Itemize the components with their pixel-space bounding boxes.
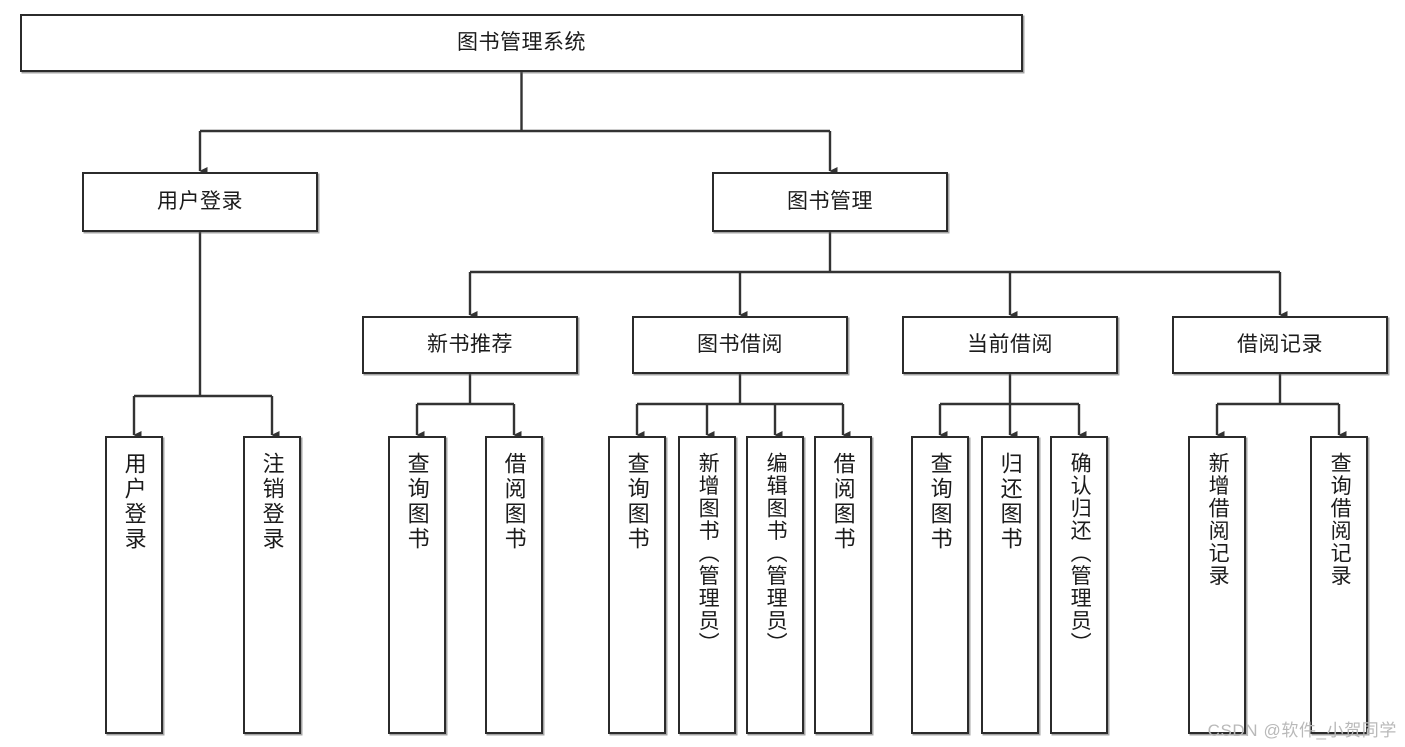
node-label-leaf-query-borrow-record: 查询借阅记录: [1328, 452, 1352, 587]
node-root[interactable]: 图书管理系统: [20, 14, 1023, 72]
node-leaf-borrow-book-bor[interactable]: 借阅图书: [814, 436, 872, 734]
node-label-leaf-add-book-admin: 新增图书（管理员）: [696, 452, 720, 655]
node-new-book-rec[interactable]: 新书推荐: [362, 316, 578, 374]
edge-layer: [132, 72, 1347, 439]
node-label-leaf-confirm-return-admin: 确认归还（管理员）: [1068, 452, 1092, 655]
node-label-leaf-add-borrow-record: 新增借阅记录: [1206, 452, 1230, 587]
node-user-login[interactable]: 用户登录: [82, 172, 318, 232]
node-leaf-return-book[interactable]: 归还图书: [981, 436, 1039, 734]
node-label-leaf-borrow-book-bor: 借阅图书: [830, 452, 856, 552]
node-label-user-login: 用户登录: [157, 189, 243, 213]
node-leaf-query-book-rec[interactable]: 查询图书: [388, 436, 446, 734]
node-book-manage[interactable]: 图书管理: [712, 172, 948, 232]
node-leaf-borrow-book-rec[interactable]: 借阅图书: [485, 436, 543, 734]
node-label-leaf-borrow-book-rec: 借阅图书: [501, 452, 527, 552]
node-label-current-borrow: 当前借阅: [967, 332, 1053, 356]
node-label-leaf-user-login: 用户登录: [121, 452, 147, 552]
node-label-leaf-query-book-rec: 查询图书: [404, 452, 430, 552]
node-leaf-confirm-return-admin[interactable]: 确认归还（管理员）: [1050, 436, 1108, 734]
node-leaf-logout[interactable]: 注销登录: [243, 436, 301, 734]
node-label-borrow-record: 借阅记录: [1237, 332, 1323, 356]
node-label-root: 图书管理系统: [457, 30, 586, 54]
node-leaf-user-login[interactable]: 用户登录: [105, 436, 163, 734]
node-label-leaf-return-book: 归还图书: [997, 452, 1023, 552]
node-leaf-query-book-bor[interactable]: 查询图书: [608, 436, 666, 734]
node-leaf-add-book-admin[interactable]: 新增图书（管理员）: [678, 436, 736, 734]
node-label-new-book-rec: 新书推荐: [427, 332, 513, 356]
node-label-book-manage: 图书管理: [787, 189, 873, 213]
node-leaf-edit-book-admin[interactable]: 编辑图书（管理员）: [746, 436, 804, 734]
watermark-text: CSDN @软件_小贺同学: [1207, 721, 1397, 740]
node-current-borrow[interactable]: 当前借阅: [902, 316, 1118, 374]
node-book-borrow[interactable]: 图书借阅: [632, 316, 848, 374]
node-label-leaf-query-book-cur: 查询图书: [927, 452, 953, 552]
node-leaf-query-book-cur[interactable]: 查询图书: [911, 436, 969, 734]
node-borrow-record[interactable]: 借阅记录: [1172, 316, 1388, 374]
node-leaf-query-borrow-record[interactable]: 查询借阅记录: [1310, 436, 1368, 734]
node-label-leaf-edit-book-admin: 编辑图书（管理员）: [764, 452, 788, 655]
node-label-book-borrow: 图书借阅: [697, 332, 783, 356]
node-leaf-add-borrow-record[interactable]: 新增借阅记录: [1188, 436, 1246, 734]
node-label-leaf-query-book-bor: 查询图书: [624, 452, 650, 552]
node-label-leaf-logout: 注销登录: [259, 452, 285, 552]
